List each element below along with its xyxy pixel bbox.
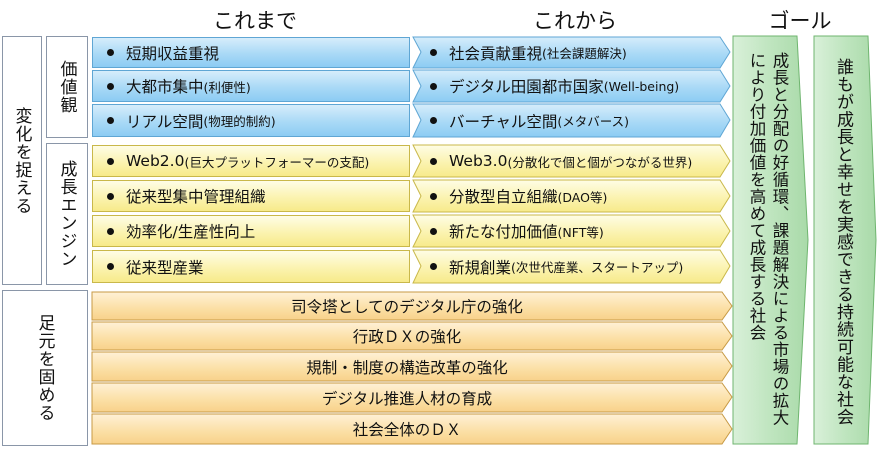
- label-growth-engine-text: 成長エンジン: [56, 160, 77, 268]
- values-future-text: バーチャル空間: [449, 112, 558, 131]
- foundation-item: デジタル推進人材の育成: [92, 383, 722, 412]
- values-current-row: 大都市集中(利便性): [92, 70, 410, 102]
- bullet-icon: [430, 192, 437, 200]
- foundation-item: 司令塔としてのデジタル庁の強化: [92, 292, 722, 320]
- growth-future-text: 分散型自立組織: [449, 188, 558, 206]
- goal-text: 誰もが成長と幸せを実感できる持続可能な社会: [833, 58, 853, 426]
- values-future-text: 社会貢献重視: [449, 44, 543, 63]
- growth-future-subtext: (DAO等): [557, 189, 608, 205]
- foundation-item: 規制・制度の構造改革の強化: [92, 352, 722, 381]
- bullet-icon: [430, 82, 437, 90]
- growth-future-subtext: (次世代産業、スタートアップ): [511, 260, 684, 275]
- growth-current-subtext: (巨大プラットフォーマーの支配): [184, 154, 370, 170]
- foundation-arrow: [91, 351, 733, 382]
- foundation-text: デジタル推進人材の育成: [321, 389, 493, 408]
- growth-future-arrow: [412, 179, 731, 213]
- values-future-subtext: (メタバース): [557, 114, 629, 129]
- foundation-item: 社会全体のＤＸ: [92, 414, 722, 444]
- label-growth-engine: 成長エンジン: [46, 143, 88, 285]
- growth-current-row: Web2.0(巨大プラットフォーマーの支配): [92, 145, 410, 177]
- label-values-text: 価値観: [56, 60, 77, 114]
- foundation-item: 行政ＤＸの強化: [92, 322, 722, 350]
- foundation-arrow: [91, 291, 733, 321]
- values-current-text: 大都市集中: [126, 78, 204, 96]
- label-capture-change: 変化を捉える: [2, 36, 42, 285]
- values-current-row: 短期収益重視: [92, 37, 410, 68]
- foundation-arrow: [91, 413, 733, 445]
- values-current-row: リアル空間(物理的制約): [92, 104, 410, 137]
- growth-future-row: Web3.0(分散化で個と個がつながる世界): [424, 145, 724, 177]
- goal-green-arrow: [813, 35, 877, 445]
- values-current-subtext: (利便性): [203, 79, 251, 95]
- bullet-icon: [107, 192, 114, 200]
- growth-future-text: 新たな付加価値: [449, 223, 558, 241]
- bullet-icon: [430, 157, 437, 165]
- growth-future-row: 分散型自立組織(DAO等): [424, 180, 724, 212]
- bullet-icon: [107, 82, 114, 90]
- label-capture-change-text: 変化を捉える: [11, 106, 32, 215]
- values-future-subtext: (Well-being): [603, 78, 680, 94]
- values-future-arrow: [412, 36, 731, 69]
- growth-future-subtext: (分散化で個と個がつながる世界): [507, 154, 693, 170]
- values-current-text: リアル空間: [126, 112, 204, 131]
- growth-current-row: 従来型産業: [92, 250, 410, 283]
- foundation-text: 規制・制度の構造改革の強化: [306, 358, 508, 377]
- values-future-row: バーチャル空間(メタバース): [424, 104, 724, 137]
- foundation-arrow: [91, 382, 733, 413]
- growth-current-text: Web2.0: [126, 152, 185, 170]
- bullet-icon: [430, 49, 437, 56]
- growth-future-subtext: (NFT等): [557, 224, 604, 240]
- label-values: 価値観: [46, 36, 88, 138]
- growth-future-row: 新たな付加価値(NFT等): [424, 215, 724, 247]
- bullet-icon: [430, 263, 437, 270]
- bullet-icon: [107, 263, 114, 270]
- bullet-icon: [107, 49, 114, 56]
- bullet-icon: [430, 227, 437, 235]
- bullet-icon: [107, 227, 114, 235]
- middle-arrow-text-2: により付加価値を高めて成長する社会: [747, 52, 766, 341]
- values-current-subtext: (物理的制約): [203, 114, 276, 129]
- values-current-text: 短期収益重視: [126, 44, 220, 63]
- values-future-text: デジタル田園都市国家: [449, 78, 604, 96]
- growth-future-arrow: [412, 214, 731, 248]
- growth-current-text: 従来型産業: [126, 258, 204, 277]
- growth-current-text: 従来型集中管理組織: [126, 188, 266, 206]
- header-current: これまで: [213, 9, 297, 33]
- middle-green-arrow: [732, 35, 809, 445]
- growth-current-row: 効率化/生産性向上: [92, 215, 410, 247]
- values-future-arrow: [412, 103, 731, 138]
- growth-future-text: 新規創業: [449, 258, 512, 277]
- bullet-icon: [430, 117, 437, 124]
- values-future-subtext: (社会課題解決): [542, 46, 627, 61]
- values-future-row: デジタル田園都市国家(Well-being): [424, 70, 724, 102]
- growth-future-row: 新規創業(次世代産業、スタートアップ): [424, 250, 724, 283]
- middle-arrow-text-1: 成長と分配の好循環、課題解決による市場の拡大: [770, 52, 789, 426]
- growth-current-row: 従来型集中管理組織: [92, 180, 410, 212]
- label-foundation: 足元を固める: [2, 290, 88, 446]
- growth-future-text: Web3.0: [449, 152, 508, 170]
- growth-future-arrow: [412, 249, 731, 284]
- foundation-text: 社会全体のＤＸ: [352, 421, 462, 439]
- growth-current-text: 効率化/生産性向上: [126, 223, 256, 241]
- bullet-icon: [107, 117, 114, 124]
- header-goal: ゴール: [768, 9, 832, 33]
- foundation-text: 司令塔としてのデジタル庁の強化: [291, 298, 523, 316]
- values-future-arrow: [412, 69, 731, 103]
- growth-future-arrow: [412, 144, 731, 178]
- foundation-text: 行政ＤＸの強化: [352, 328, 462, 346]
- bullet-icon: [107, 157, 114, 165]
- values-future-row: 社会貢献重視(社会課題解決): [424, 37, 724, 68]
- header-future: これから: [533, 9, 617, 33]
- foundation-arrow: [91, 321, 733, 351]
- label-foundation-text: 足元を固める: [34, 314, 55, 422]
